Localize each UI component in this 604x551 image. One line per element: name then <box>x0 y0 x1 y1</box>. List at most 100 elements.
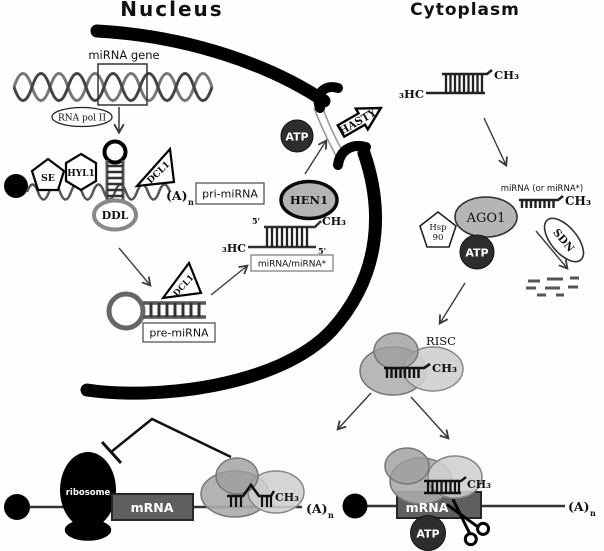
sdn-oval <box>543 217 585 263</box>
duplex-rungs <box>444 74 484 93</box>
hen1-enzyme: HEN1 <box>279 179 339 221</box>
dna-strand <box>12 72 214 102</box>
duplex-rungs <box>265 227 309 247</box>
mirna-strand-line <box>519 194 564 202</box>
risc-complex: CH₃ <box>359 332 464 396</box>
hsp90-chaperone: Hsp 90 <box>419 210 457 248</box>
duplex-rungs <box>426 481 461 493</box>
pri-mirna-label: pri-miRNA <box>202 188 258 201</box>
mrna-label: mRNA <box>406 500 449 515</box>
pre-mirna-loop <box>106 291 146 331</box>
export-arrow <box>304 141 326 175</box>
ch3-label: CH₃ <box>432 361 457 375</box>
poly-a-subscript: n <box>328 510 334 520</box>
h3c-label: ₃HC <box>222 242 246 255</box>
envelope-bottom-arc <box>80 146 382 400</box>
ddl-protein <box>92 198 138 232</box>
degradation-arrow <box>535 230 567 268</box>
ribosome-label: ribosome <box>66 488 111 498</box>
inhibition-bar <box>100 440 123 465</box>
mrna-cap <box>342 493 368 519</box>
risc-label: RISC <box>426 334 456 348</box>
dcl1-protein-2: DCL1 <box>160 260 203 300</box>
nuclear-envelope <box>80 24 382 400</box>
repression-branch-arrow <box>338 392 372 429</box>
five-prime-label: 5' <box>252 216 260 226</box>
dcl1-triangle <box>160 260 203 300</box>
mirna-gene-label: miRNA gene <box>88 48 159 62</box>
pre-mirna-hairpin <box>106 291 206 331</box>
processing-arrow <box>118 247 150 285</box>
hyl1-label: HYL1 <box>67 169 95 179</box>
rna-pol-ii-oval <box>51 106 113 128</box>
pri-mirna-label-group: (A) n pri-miRNA <box>166 182 265 207</box>
dcl1-triangle <box>134 146 176 188</box>
atp-label: ATP <box>465 247 488 260</box>
hen1-oval <box>279 179 339 221</box>
poly-a-label: (A) <box>166 188 188 203</box>
atp-label: ATP <box>285 131 308 144</box>
pore-lower-lip <box>333 141 371 170</box>
risc-assembly-arrow <box>440 282 466 323</box>
pri-mirna-box <box>195 182 265 205</box>
nuclear-pore <box>313 82 371 170</box>
atp-circle <box>459 234 495 270</box>
mirna-duplex-cytoplasm: CH₃ ₃HC <box>399 68 519 101</box>
mirna-gene-box <box>97 63 148 106</box>
dna-helix <box>12 72 214 102</box>
ch3-label: CH₃ <box>467 478 491 491</box>
pre-mirna-stem-rungs <box>149 303 201 317</box>
hyl1-protein: HYL1 <box>64 152 98 192</box>
ch3-label: CH₃ <box>275 491 299 504</box>
envelope-top-arc <box>90 24 331 108</box>
poly-a-subscript: n <box>590 508 596 518</box>
mirna-duplex-label: miRNA/miRNA* <box>258 260 327 270</box>
mirna-duplex-box <box>250 254 334 272</box>
risc-lobe <box>215 457 259 495</box>
rna-pol-ii-label: RNA pol II <box>58 114 106 124</box>
pre-mirna-box <box>142 322 216 343</box>
nucleus-title: Nucleus <box>120 0 223 21</box>
hasty-exportin: HASTY <box>336 106 384 139</box>
poly-a-subscript: n <box>188 197 194 207</box>
hairpin-loop <box>102 139 128 165</box>
pri-mirna-cap <box>4 174 28 198</box>
ribosome-large-subunit <box>60 452 116 528</box>
mirna-strand-line <box>384 362 431 370</box>
hsp90-pentagon <box>419 210 457 248</box>
mrna-cleaved: CH₃ mRNA ATP (A) n <box>342 447 596 551</box>
degraded-fragments <box>526 276 579 297</box>
duplex-top-strand <box>264 220 322 229</box>
mrna-cap <box>4 494 30 520</box>
hsp90-label-bottom: 90 <box>433 233 444 243</box>
poly-a-label: (A) <box>306 501 328 516</box>
duplex-top-strand <box>442 68 493 76</box>
hyl1-hexagon <box>64 152 98 192</box>
hasty-block-arrow <box>336 106 384 139</box>
pore-upper-lip <box>313 82 343 113</box>
h3c-label: ₃HC <box>399 87 424 101</box>
ch3-label: CH₃ <box>565 194 591 208</box>
sdn-exonuclease: SDN <box>543 217 585 263</box>
mirna-strand-teeth <box>385 368 420 378</box>
cytoplasm-title: Cytoplasm <box>410 0 520 20</box>
translational-repression-inhibitor <box>100 417 232 465</box>
dcl1-protein: DCL1 <box>134 146 176 188</box>
ch3-label: CH₃ <box>494 68 519 82</box>
mrna-bar <box>111 493 194 521</box>
pre-mirna-label: pre-miRNA <box>149 327 209 340</box>
ch3-label: CH₃ <box>322 215 346 228</box>
se-protein: SE <box>30 157 66 192</box>
scissors-icon <box>445 498 491 547</box>
hairpin-stem-rungs <box>107 164 123 198</box>
mirna-or-star-label: miRNA (or miRNA*) <box>501 184 583 194</box>
mirna-mrna-rungs <box>229 496 273 507</box>
inhibition-line <box>110 417 232 459</box>
pre-mirna-label-group: pre-miRNA <box>142 322 216 343</box>
hen1-label: HEN1 <box>290 193 328 207</box>
dna-strand <box>12 72 214 102</box>
atp-molecule-cleavage: ATP <box>410 515 446 551</box>
mirna-guide-strand: CH₃ <box>519 194 591 208</box>
poly-a-label: (A) <box>568 499 590 514</box>
